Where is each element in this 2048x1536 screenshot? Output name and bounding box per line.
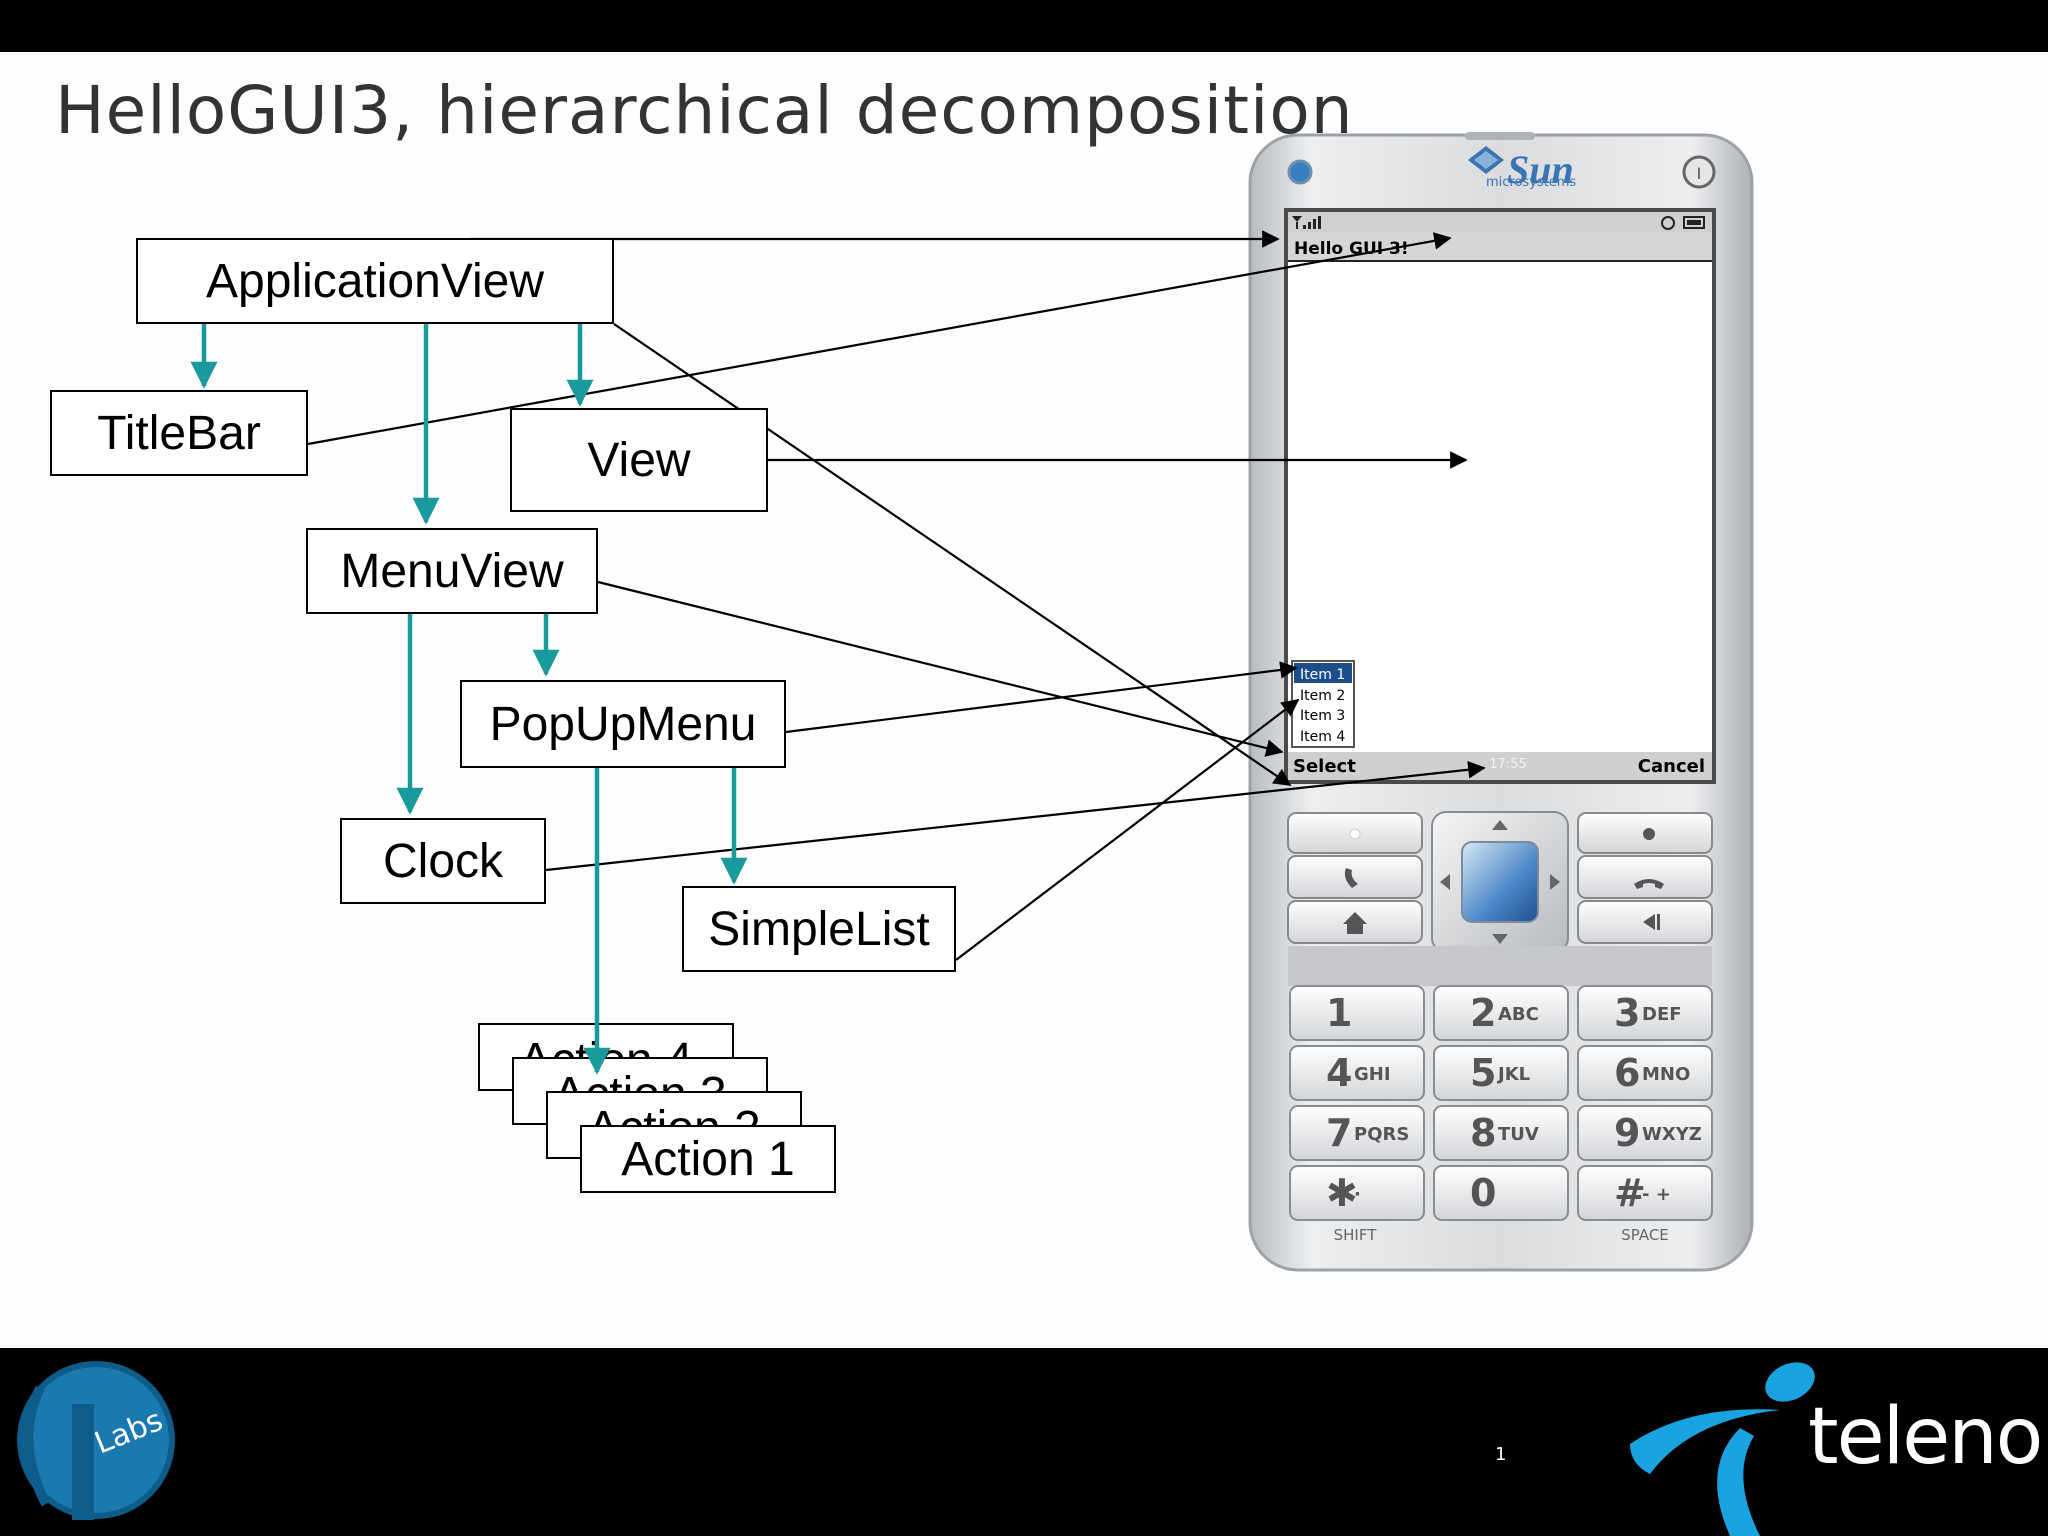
back-icon: [1643, 914, 1660, 930]
key-letters: MNO: [1642, 1064, 1690, 1085]
node-menu-view: MenuView: [306, 528, 598, 614]
key-9[interactable]: [1577, 1105, 1713, 1161]
key-letters: - +: [1642, 1184, 1671, 1205]
brand-name: Sun: [1507, 147, 1574, 192]
sun-logo: microsystems Sun: [1468, 146, 1576, 192]
hang-up-icon: [1634, 879, 1664, 889]
node-popup-menu: PopUpMenu: [460, 680, 786, 768]
slide-title: HelloGUI3, hierarchical decomposition: [55, 72, 1354, 149]
telenor-wordmark: telenor: [1808, 1392, 2048, 1482]
telenor-logo-mark: [1630, 1362, 1815, 1536]
key-digit: 8: [1470, 1111, 1496, 1155]
arrow-applicationview-softkey: [613, 323, 1292, 786]
call-button[interactable]: [1287, 855, 1423, 899]
diagram-canvas: I microsystems Sun Hello GUI 3!: [190, 132, 1754, 1272]
nav-center-button[interactable]: [1461, 841, 1539, 923]
key-letters: GHI: [1354, 1064, 1391, 1085]
nav-up-icon: [1492, 820, 1508, 830]
nav-left-icon: [1440, 874, 1450, 890]
arrow-titlebar-title: [307, 232, 1452, 446]
key-digit: 7: [1326, 1111, 1352, 1155]
camera-icon: [1287, 159, 1313, 185]
phone-top-button: [1465, 132, 1535, 140]
key-3[interactable]: [1577, 985, 1713, 1041]
screen-title: Hello GUI 3!: [1294, 239, 1409, 259]
svg-text:I: I: [1697, 164, 1702, 183]
bottom-bar: Labs 1 telenor: [0, 1348, 2048, 1536]
phone-call-icon: [1344, 868, 1358, 888]
arrow-simplelist-items: [955, 698, 1300, 961]
softkey-select[interactable]: Select: [1293, 756, 1356, 777]
key-digit: 5: [1470, 1051, 1496, 1095]
key-8[interactable]: [1433, 1105, 1569, 1161]
key-digit: 2: [1470, 991, 1496, 1035]
node-title-bar: TitleBar: [50, 390, 308, 476]
screen: [1288, 212, 1712, 780]
key-letters: ·: [1354, 1184, 1361, 1205]
status-bar: [1288, 212, 1712, 232]
settings-icon: [1661, 216, 1675, 230]
key-6[interactable]: [1577, 1045, 1713, 1101]
key-digit: 4: [1326, 1051, 1352, 1095]
signal-icon: [1292, 216, 1321, 229]
arrow-popupmenu-menu: [785, 661, 1298, 734]
key-letters: TUV: [1498, 1124, 1539, 1145]
key-digit: 3: [1614, 991, 1640, 1035]
menu-item[interactable]: Item 1: [1300, 667, 1345, 683]
arrow-clock-clock: [545, 760, 1486, 872]
nav-down-icon: [1492, 934, 1508, 944]
power-icon[interactable]: [1682, 155, 1716, 189]
key-5[interactable]: [1433, 1045, 1569, 1101]
menu-item[interactable]: Item 2: [1300, 688, 1345, 704]
phone: I microsystems Sun Hello GUI 3!: [1248, 132, 1754, 1272]
shift-label: SHIFT: [1334, 1226, 1378, 1244]
node-simple-list: SimpleList: [682, 886, 956, 972]
labs-logo: Labs: [17, 1361, 175, 1520]
child-arrows: [190, 324, 748, 885]
key-10[interactable]: [1289, 1165, 1425, 1221]
softkey-cancel[interactable]: Cancel: [1638, 756, 1705, 777]
key-letters: JKL: [1496, 1064, 1530, 1085]
key-digit: #: [1614, 1171, 1646, 1215]
key-digit: 9: [1614, 1111, 1640, 1155]
node-application-view: ApplicationView: [136, 238, 614, 324]
key-letters: PQRS: [1354, 1124, 1409, 1145]
battery-icon: [1683, 216, 1705, 229]
menu-item[interactable]: Item 4: [1300, 729, 1345, 745]
softkey-bar: [1288, 752, 1712, 780]
node-action-1: Action 1: [580, 1125, 836, 1193]
nav-right-icon: [1550, 874, 1560, 890]
popup-menu-screen: Item 1 Item 2 Item 3 Item 4: [1291, 660, 1355, 748]
key-11[interactable]: [1433, 1165, 1569, 1221]
key-letters: ABC: [1498, 1004, 1539, 1025]
space-label: SPACE: [1621, 1226, 1669, 1244]
brand-sub: microsystems: [1486, 175, 1576, 190]
home-icon: [1343, 912, 1367, 934]
node-clock: Clock: [340, 818, 546, 904]
key-digit: 1: [1326, 991, 1352, 1035]
key-1[interactable]: [1289, 985, 1425, 1041]
key-2[interactable]: [1433, 985, 1569, 1041]
menu-item[interactable]: Item 3: [1300, 708, 1345, 724]
screen-clock: 17:55: [1489, 757, 1526, 772]
key-letters: WXYZ: [1642, 1124, 1702, 1145]
top-bar: [0, 0, 2048, 52]
key-letters: DEF: [1642, 1004, 1682, 1025]
pointer-arrows: [307, 230, 1486, 961]
menu-item-selected-bg: [1294, 663, 1352, 683]
key-12[interactable]: [1577, 1165, 1713, 1221]
key-4[interactable]: [1289, 1045, 1425, 1101]
key-7[interactable]: [1289, 1105, 1425, 1161]
arrow-menuview-softkeybar: [597, 580, 1284, 757]
page-number: 1: [1495, 1444, 1507, 1465]
node-view: View: [510, 408, 768, 512]
end-call-button[interactable]: [1577, 855, 1713, 899]
key-digit: ✱: [1326, 1171, 1358, 1215]
key-digit: 6: [1614, 1051, 1640, 1095]
key-digit: 0: [1470, 1171, 1496, 1215]
